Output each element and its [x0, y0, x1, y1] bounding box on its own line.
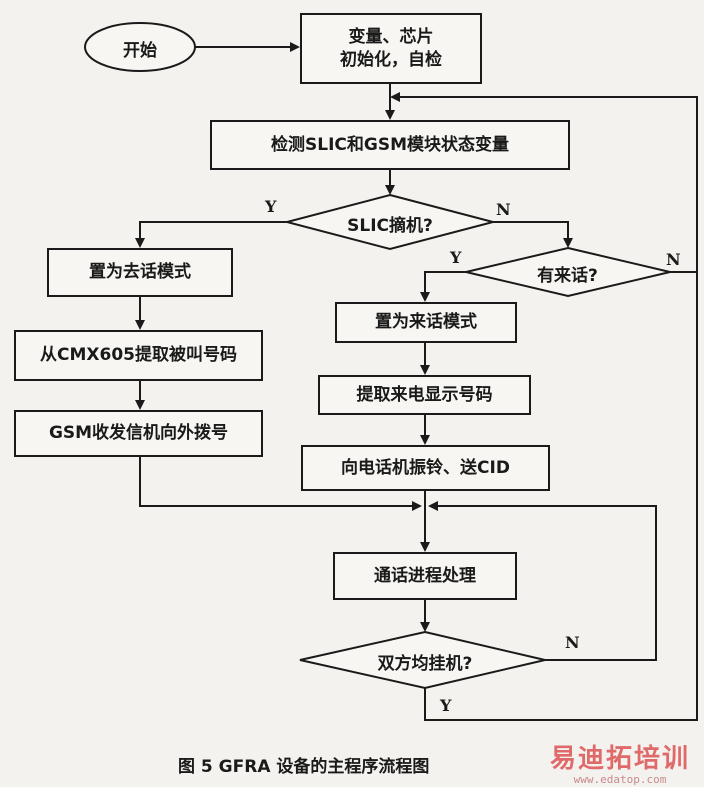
arrow-slic-no	[493, 221, 573, 248]
start-label: 开始	[123, 41, 157, 61]
slic-decision-label: SLIC摘机?	[347, 216, 433, 236]
incoming-decision-label: 有来话?	[537, 266, 598, 286]
ring-cid-box: 向电话机振铃、送CID	[301, 445, 550, 491]
hangup-yes-label: Y	[440, 696, 452, 715]
incoming-no-label: N	[666, 250, 681, 269]
detect-box: 检测SLIC和GSM模块状态变量	[210, 120, 570, 170]
incoming-yes-label: Y	[450, 248, 462, 267]
watermark-logo: 易迪拓培训 www.edatop.com	[550, 738, 690, 786]
set-incoming-box: 置为来话模式	[335, 302, 517, 343]
set-outgoing-box: 置为去话模式	[47, 248, 233, 297]
slic-yes-label: Y	[265, 197, 277, 216]
watermark-title: 易迪拓培训	[549, 744, 690, 774]
arrow-hangup-no	[428, 501, 657, 661]
slic-no-label: N	[496, 200, 511, 219]
extract-caller-box: 提取来电显示号码	[318, 375, 531, 415]
arrow-incoming-yes	[420, 271, 466, 302]
arrow-hangup-yes	[424, 272, 698, 721]
call-process-box: 通话进程处理	[333, 552, 517, 600]
extract-called-box: 从CMX605提取被叫号码	[14, 330, 263, 381]
arrow-slic-yes	[135, 221, 287, 248]
figure-caption: 图 5 GFRA 设备的主程序流程图	[178, 757, 430, 777]
hangup-decision-label: 双方均挂机?	[377, 654, 473, 674]
watermark-url: www.edatop.com	[573, 773, 667, 786]
gsm-dial-box: GSM收发信机向外拨号	[14, 410, 263, 457]
incoming-decision-diamond	[465, 246, 671, 298]
init-box: 变量、芯片 初始化，自检	[300, 13, 482, 84]
arrow-dial-to-merge	[139, 457, 422, 511]
slic-decision-diamond	[283, 193, 497, 251]
hangup-no-label: N	[565, 633, 580, 652]
arrow-incoming-no-loop	[390, 92, 698, 273]
